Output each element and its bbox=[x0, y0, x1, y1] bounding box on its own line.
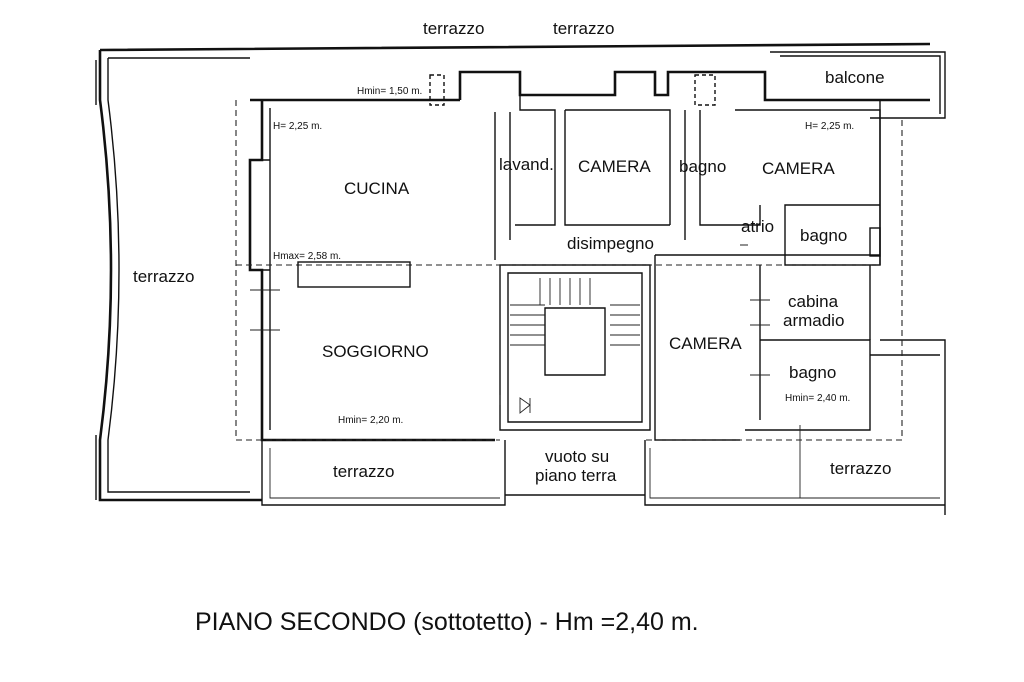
room-labels: terrazzo terrazzo balcone lavand. CAMERA… bbox=[133, 19, 891, 485]
label-camera-low: CAMERA bbox=[669, 334, 742, 353]
label-vuoto-2: piano terra bbox=[535, 466, 617, 485]
label-balcone: balcone bbox=[825, 68, 885, 87]
height-h-left: H= 2,25 m. bbox=[273, 121, 322, 132]
height-hmin-bottom: Hmin= 2,20 m. bbox=[338, 415, 403, 426]
label-bagno-top: bagno bbox=[679, 157, 726, 176]
label-armadio: armadio bbox=[783, 311, 844, 330]
label-terrazzo-left: terrazzo bbox=[133, 267, 194, 286]
label-bagno-right: bagno bbox=[800, 226, 847, 245]
height-hmin-top: Hmin= 1,50 m. bbox=[357, 86, 422, 97]
label-vuoto-1: vuoto su bbox=[545, 447, 609, 466]
label-cabina: cabina bbox=[788, 292, 839, 311]
plan-title: PIANO SECONDO (sottotetto) - Hm =2,40 m. bbox=[195, 608, 699, 636]
label-terrazzo-bottom-right: terrazzo bbox=[830, 459, 891, 478]
label-terrazzo-bottom: terrazzo bbox=[333, 462, 394, 481]
height-hmax: Hmax= 2,58 m. bbox=[273, 251, 341, 262]
plan-walls bbox=[95, 42, 946, 515]
label-disimpegno: disimpegno bbox=[567, 234, 654, 253]
height-h-right: H= 2,25 m. bbox=[805, 121, 854, 132]
label-lavanderia: lavand. bbox=[499, 155, 554, 174]
label-atrio: atrio bbox=[741, 217, 774, 236]
label-soggiorno: SOGGIORNO bbox=[322, 342, 429, 361]
label-cucina: CUCINA bbox=[344, 179, 410, 198]
label-terrazzo-top-1: terrazzo bbox=[423, 19, 484, 38]
height-hmin-right: Hmin= 2,40 m. bbox=[785, 393, 850, 404]
label-camera-top: CAMERA bbox=[578, 157, 651, 176]
label-camera-right: CAMERA bbox=[762, 159, 835, 178]
height-annotations: Hmin= 1,50 m. H= 2,25 m. H= 2,25 m. Hmax… bbox=[273, 86, 854, 426]
label-bagno-low: bagno bbox=[789, 363, 836, 382]
label-terrazzo-top-2: terrazzo bbox=[553, 19, 614, 38]
